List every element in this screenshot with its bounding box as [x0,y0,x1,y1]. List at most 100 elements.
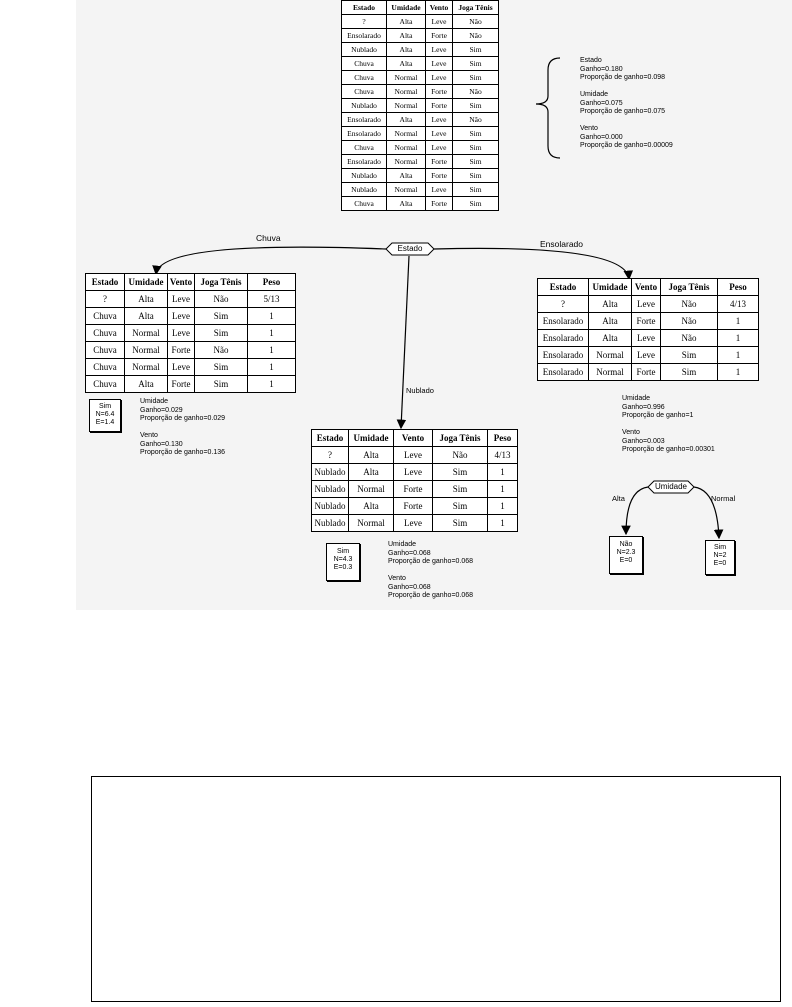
table-cell: Leve [631,329,661,347]
table-cell: Chuva [85,341,125,359]
table-cell: Sim [194,358,248,376]
table-cell: 1 [247,307,296,325]
table-cell: Chuva [341,70,387,85]
table-cell: Alta [386,42,426,57]
table-cell: Normal [588,363,632,381]
table-cell: Alta [386,14,426,29]
table-cell: Chuva [85,375,125,393]
table-cell: Sim [452,126,499,141]
table-cell: 1 [247,324,296,342]
table-cell: Sim [452,98,499,113]
table-cell: Não [660,329,718,347]
table-cell: Sim [194,324,248,342]
table-cell: Ensolarado [537,312,589,330]
table-cell: Sim [452,168,499,183]
table-cell: Leve [425,140,453,155]
table-cell: Chuva [341,196,387,211]
table-cell: Normal [386,84,426,99]
table-cell: Forte [425,196,453,211]
table-cell: Leve [425,112,453,127]
table-cell: Alta [386,196,426,211]
umidade-node-label: Umidade [654,482,687,491]
col-joga-tenis: Joga Tênis [452,0,499,15]
table-cell: Nublado [311,497,349,515]
col-joga-tenis: Joga Tênis [432,429,488,447]
table-cell: 1 [247,375,296,393]
leaf-n: N=2 [713,552,727,559]
table-cell: Forte [425,98,453,113]
table-cell: 1 [487,463,518,481]
root-gains: Estado Ganho=0.180 Proporção de ganho=0.… [580,57,673,149]
table-cell: Nublado [341,42,387,57]
root-node-label: Estado [397,244,423,253]
table-cell: Leve [425,56,453,71]
table-cell: Leve [425,14,453,29]
nublado-table-header: Estado Umidade Vento Joga Tênis Peso [311,429,518,447]
table-cell: Sim [432,480,488,498]
table-cell: Alta [124,290,168,308]
table-cell: Nublado [341,182,387,197]
table-cell: Forte [393,497,433,515]
col-umidade: Umidade [348,429,394,447]
table-cell: Sim [452,70,499,85]
col-vento: Vento [425,0,453,15]
table-cell: Chuva [341,56,387,71]
table-cell: Não [452,84,499,99]
table-cell: Ensolarado [537,329,589,347]
leaf-class: Sim [98,403,112,410]
branch-label-chuva: Chuva [256,233,281,243]
branch-label-normal: Normal [711,494,736,503]
nublado-table: Estado Umidade Vento Joga Tênis Peso ?Al… [311,429,518,532]
leaf-e: E=0 [619,557,633,564]
ensolarado-gains: Umidade Ganho=0.996 Proporção de ganho=1… [622,395,715,453]
table-cell: Leve [631,295,661,313]
table-cell: Normal [348,480,394,498]
table-cell: Forte [393,480,433,498]
chuva-gains: Umidade Ganho=0.029 Proporção de ganho=0… [140,398,226,456]
table-cell: Chuva [341,84,387,99]
table-cell: Chuva [85,324,125,342]
ensolarado-table: Estado Umidade Vento Joga Tênis Peso ?Al… [537,278,759,381]
table-cell: Normal [386,140,426,155]
table-cell: Leve [631,346,661,364]
table-cell: Sim [452,42,499,57]
table-cell: Nublado [311,463,349,481]
table-cell: Sim [432,463,488,481]
table-cell: Ensolarado [341,126,387,141]
table-cell: Normal [386,154,426,169]
table-cell: Sim [660,346,718,364]
branch-label-alta: Alta [612,494,625,503]
col-vento: Vento [167,273,195,291]
leaf-class: Sim [713,544,727,551]
table-cell: Sim [452,154,499,169]
table-cell: Sim [432,514,488,532]
table-cell: Forte [631,363,661,381]
table-cell: Normal [386,70,426,85]
table-cell: Ensolarado [341,112,387,127]
table-cell: Leve [393,514,433,532]
table-cell: Chuva [85,358,125,376]
branch-label-ensolarado: Ensolarado [540,239,584,249]
table-cell: Forte [631,312,661,330]
table-cell: ? [85,290,125,308]
ensolarado-table-header: Estado Umidade Vento Joga Tênis Peso [537,278,759,296]
chuva-table: Estado Umidade Vento Joga Tênis Peso ?Al… [85,273,296,393]
col-peso: Peso [247,273,296,291]
table-cell: Alta [348,463,394,481]
table-cell: Não [452,112,499,127]
table-cell: Normal [124,358,168,376]
